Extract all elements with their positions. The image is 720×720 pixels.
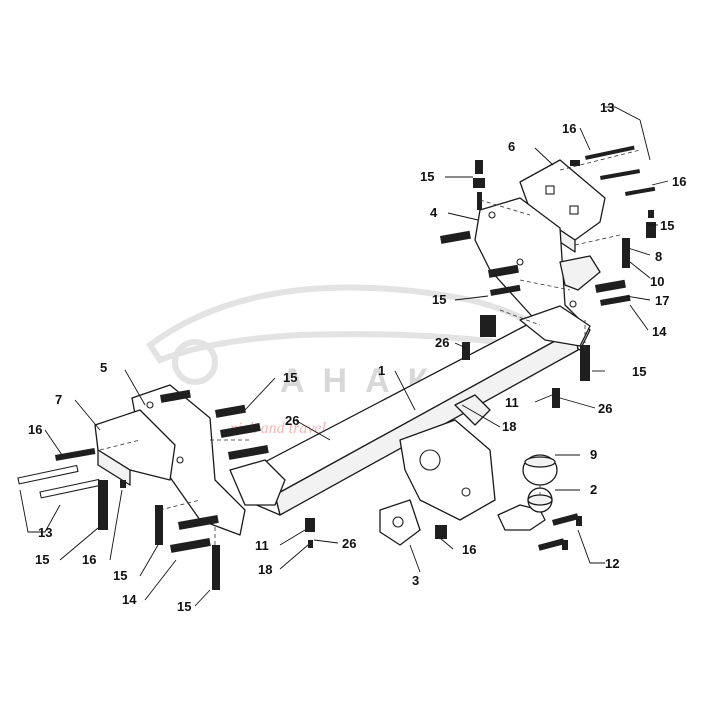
callout-26-mid: 26 (285, 413, 299, 428)
leader-lines (19, 106, 669, 607)
hardware-top-right (473, 145, 656, 268)
callout-15-top: 15 (420, 169, 434, 184)
callout-15-bottom-left: 15 (113, 568, 127, 583)
callout-16-left: 16 (28, 422, 42, 437)
callout-9: 9 (590, 447, 597, 462)
callout-1: 1 (378, 363, 385, 378)
callout-6: 6 (508, 139, 515, 154)
callout-10: 10 (650, 274, 664, 289)
callout-15-right-upper: 15 (660, 218, 674, 233)
callout-3: 3 (412, 573, 419, 588)
callout-26-bottom: 26 (342, 536, 356, 551)
callout-14-right: 14 (652, 324, 667, 339)
callouts: 1 2 3 4 5 6 7 8 9 10 11 11 12 13 13 14 1… (28, 100, 686, 614)
callout-14-left: 14 (122, 592, 137, 607)
callout-13-top: 13 (600, 100, 614, 115)
cap-9 (522, 454, 558, 486)
callout-15-right-lower: 15 (632, 364, 646, 379)
callout-11-left: 11 (255, 538, 269, 553)
tow-ball-2 (497, 487, 553, 531)
callout-18-left: 18 (258, 562, 272, 577)
watermark-wheel-front (172, 339, 218, 385)
callout-15-left-lower: 15 (35, 552, 49, 567)
tow-plate-3 (379, 394, 496, 546)
callout-2: 2 (590, 482, 597, 497)
callout-5: 5 (100, 360, 107, 375)
callout-15-bottom: 15 (177, 599, 191, 614)
callout-11-right: 11 (505, 395, 519, 410)
callout-16-right: 16 (672, 174, 686, 189)
callout-26-top: 26 (435, 335, 449, 350)
hardware-right-mid (440, 230, 631, 408)
callout-17: 17 (655, 293, 669, 308)
callout-16-bottom-left: 16 (82, 552, 96, 567)
callout-16-top: 16 (562, 121, 576, 136)
callout-8: 8 (655, 249, 662, 264)
callout-15-left-upper: 15 (283, 370, 297, 385)
callout-4: 4 (430, 205, 438, 220)
cross-beam-1 (229, 305, 591, 516)
callout-18-right: 18 (502, 419, 516, 434)
callout-7: 7 (55, 392, 62, 407)
bolts-12 (538, 513, 582, 551)
callout-26-right: 26 (598, 401, 612, 416)
hardware-left (17, 389, 447, 590)
assembly-lines (99, 149, 641, 545)
callout-16-bottom: 16 (462, 542, 476, 557)
callout-15-mid: 15 (432, 292, 446, 307)
hardware-stacks (17, 145, 656, 590)
callout-13-left: 13 (38, 525, 52, 540)
callout-12: 12 (605, 556, 619, 571)
bracket-7 (94, 409, 176, 486)
